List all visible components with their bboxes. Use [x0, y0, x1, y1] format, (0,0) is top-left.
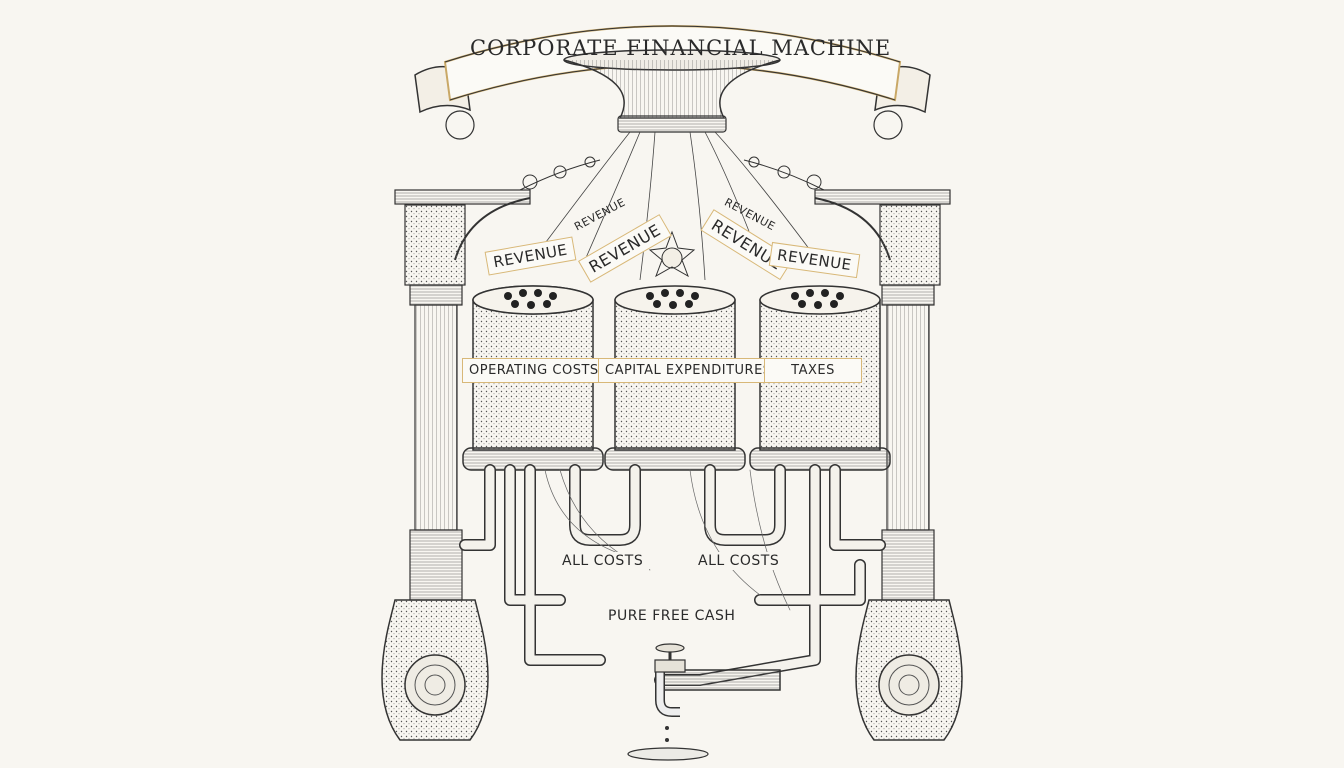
tank-label-operating-costs: OPERATING COSTS — [462, 358, 606, 383]
all-costs-label: ALL COSTS — [556, 552, 650, 570]
flower-ornaments — [519, 156, 825, 278]
diagram-title: CORPORATE FINANCIAL MACHINE — [470, 36, 892, 60]
pure-free-cash-label: PURE FREE CASH — [602, 607, 742, 625]
left-column — [381, 204, 489, 741]
revenue-funnel — [563, 49, 781, 133]
tank-label-capital-expenditures: CAPITAL EXPENDITURES — [598, 358, 779, 383]
tank-label-taxes: TAXES — [764, 358, 862, 383]
revenue-streams — [539, 131, 811, 281]
faucet — [627, 643, 781, 761]
right-column — [855, 204, 963, 741]
pipe-network — [459, 464, 886, 686]
all-costs-label: ALL COSTS — [692, 552, 786, 570]
